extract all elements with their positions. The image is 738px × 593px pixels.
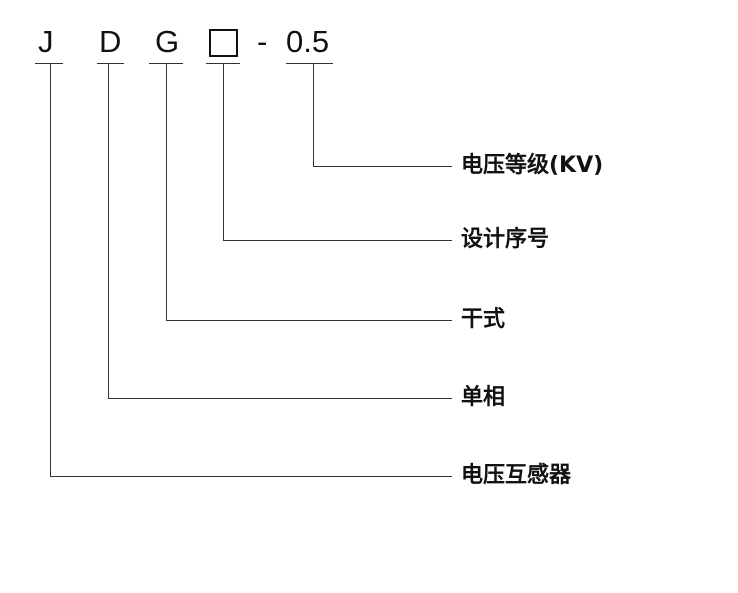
code-letter-g: G — [155, 24, 180, 59]
code-letter-j: J — [38, 24, 54, 59]
leader-d — [108, 64, 452, 399]
label-design-serial: 设计序号 — [461, 227, 550, 252]
label-single-phase: 单相 — [461, 385, 506, 410]
label-voltage-transformer: 电压互感器 — [461, 463, 572, 488]
label-dry-type: 干式 — [461, 307, 506, 332]
code-dash: - — [257, 24, 268, 59]
code-voltage: 0.5 — [286, 24, 330, 59]
code-placeholder-box — [209, 29, 238, 57]
leader-box — [223, 64, 452, 241]
leader-j — [50, 64, 452, 477]
label-voltage-level: 电压等级(KV) — [461, 153, 604, 178]
code-letter-d: D — [99, 24, 122, 59]
leader-g — [166, 64, 452, 321]
leader-voltage — [313, 64, 452, 167]
